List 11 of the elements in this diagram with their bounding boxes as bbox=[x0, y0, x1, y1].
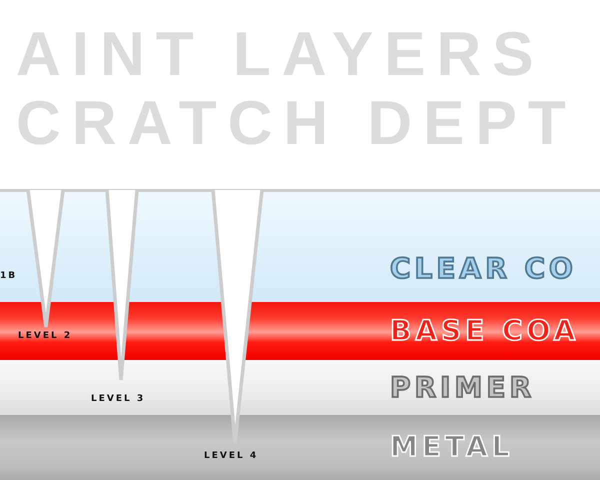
layer-label: METAL bbox=[390, 433, 514, 461]
layer-label: BASE COA bbox=[390, 317, 580, 345]
depth-label: LEVEL 3 bbox=[91, 394, 146, 405]
depth-label: 1B bbox=[0, 271, 18, 282]
layer-band bbox=[0, 415, 600, 480]
layer-label: PRIMER bbox=[390, 374, 536, 402]
layer-band bbox=[0, 360, 600, 415]
layer-band bbox=[0, 302, 600, 360]
depth-label: LEVEL 2 bbox=[18, 331, 72, 342]
depth-label: LEVEL 4 bbox=[204, 451, 258, 462]
layer-label: CLEAR CO bbox=[390, 255, 577, 283]
